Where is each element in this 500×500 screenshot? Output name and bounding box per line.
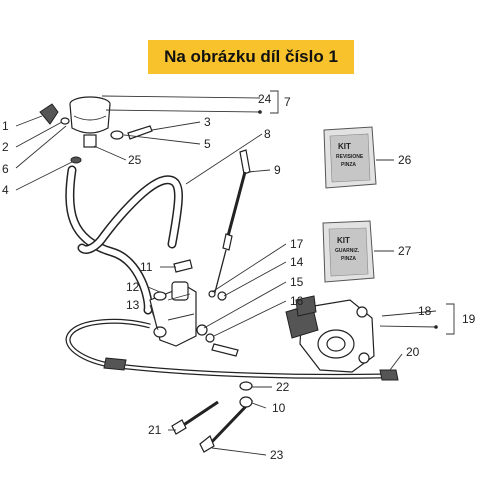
kit1-line1: REVISIONE xyxy=(336,154,364,160)
callout-19: 19 xyxy=(462,312,476,326)
callout-14: 14 xyxy=(290,255,304,269)
callout-25: 25 xyxy=(128,153,142,167)
page-title-banner: Na obrázku díl číslo 1 xyxy=(148,40,354,74)
callout-11: 11 xyxy=(140,260,153,274)
kit1-title: KIT xyxy=(338,142,351,151)
reservoir-body xyxy=(69,103,111,134)
kit-bag-guarniz: KIT GUARNIZ. PINZA xyxy=(322,220,375,283)
reservoir-outlet xyxy=(83,134,97,148)
callout-26: 26 xyxy=(398,153,412,167)
callout-numbers: 1 2 6 4 3 5 24 7 25 8 9 26 27 11 17 14 1… xyxy=(2,92,476,462)
callout-8: 8 xyxy=(264,127,271,141)
callout-20: 20 xyxy=(406,345,420,359)
callout-17: 17 xyxy=(290,237,304,251)
kit1-line2: PINZA xyxy=(341,162,356,168)
callout-12: 12 xyxy=(126,280,140,294)
callout-4: 4 xyxy=(2,183,9,197)
washer-part-10 xyxy=(239,396,253,408)
brake-caliper xyxy=(285,295,375,373)
actuating-rod xyxy=(208,149,251,298)
bracket-part xyxy=(39,103,59,125)
callout-6: 6 xyxy=(2,162,9,176)
callout-2: 2 xyxy=(2,140,9,154)
callout-27: 27 xyxy=(398,244,412,258)
callout-21: 21 xyxy=(148,423,162,437)
washer-part-14 xyxy=(217,291,227,301)
callout-5: 5 xyxy=(204,137,211,151)
callout-15: 15 xyxy=(290,275,304,289)
callout-1: 1 xyxy=(2,119,9,133)
washer-part-5 xyxy=(110,130,124,140)
caliper-brake-line xyxy=(65,318,399,381)
bolt-part xyxy=(211,343,239,357)
callout-24: 24 xyxy=(258,92,272,106)
washer-part-15 xyxy=(196,324,208,336)
washer-part-22 xyxy=(239,381,253,391)
pin-part xyxy=(173,259,193,273)
caliper-bolts xyxy=(171,381,254,453)
kit2-title: KIT xyxy=(337,236,350,245)
callout-9: 9 xyxy=(274,163,281,177)
washer-part-16 xyxy=(205,333,215,343)
reservoir-hose xyxy=(65,165,153,315)
callout-3: 3 xyxy=(204,115,211,129)
callout-13: 13 xyxy=(126,298,140,312)
leader-lines xyxy=(15,90,455,456)
callout-22: 22 xyxy=(276,380,290,394)
kit2-line1: GUARNIZ. xyxy=(335,248,360,254)
callout-10: 10 xyxy=(272,401,286,415)
hose-clip-part xyxy=(70,156,82,164)
callout-23: 23 xyxy=(270,448,284,462)
reservoir-assembly xyxy=(39,96,153,164)
callout-18: 18 xyxy=(418,304,432,318)
kit2-line2: PINZA xyxy=(341,256,356,262)
callout-16: 16 xyxy=(290,294,304,308)
kit-bag-revisione: KIT REVISIONE PINZA xyxy=(323,126,377,189)
long-brake-hose xyxy=(77,175,183,254)
master-cylinder xyxy=(149,281,197,347)
washer-part xyxy=(60,117,70,125)
callout-7: 7 xyxy=(284,95,291,109)
